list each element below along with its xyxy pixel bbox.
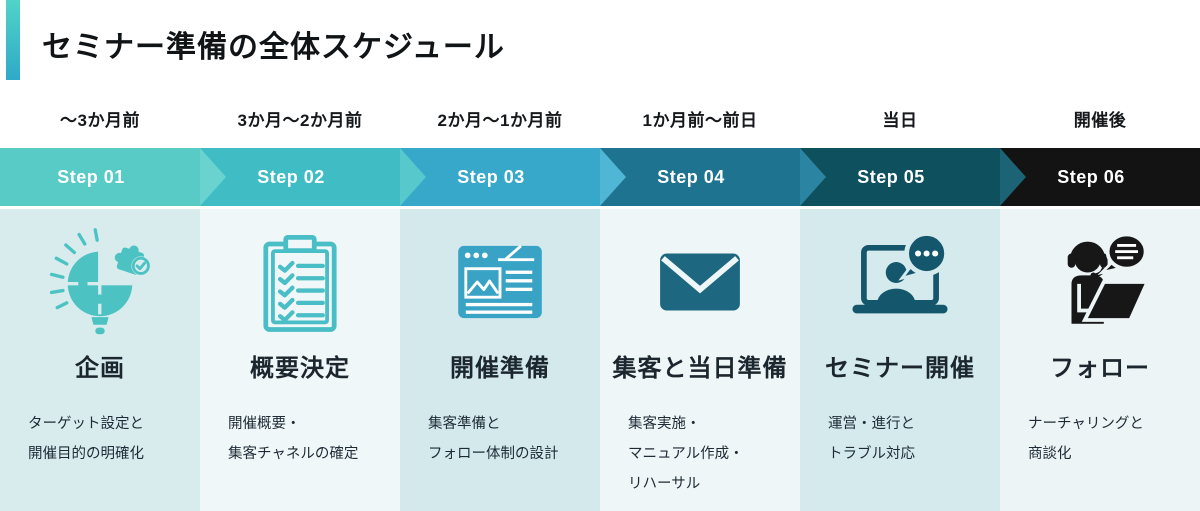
description-line: 集客実施・ — [628, 416, 701, 432]
step-description-5: 運営・進行と トラブル対応 — [828, 409, 994, 469]
timeframe-label-2: 3か月〜2か月前 — [237, 111, 363, 130]
step-column-2: 概要決定 開催概要・ 集客チャネルの確定 — [200, 209, 400, 511]
description-line: ナーチャリングと — [1028, 416, 1144, 432]
support-agent-icon — [1043, 225, 1157, 339]
step-label-4: Step 04 — [657, 167, 725, 187]
envelope-icon — [643, 225, 757, 339]
step-label-1: Step 01 — [57, 167, 125, 187]
step-title-2: 概要決定 — [250, 355, 350, 382]
step-title-3: 開催準備 — [450, 355, 550, 382]
step-arrow-1: Step 01 — [0, 148, 200, 206]
step-column-3: 開催準備 集客準備と フォロー体制の設計 — [400, 209, 600, 511]
step-title-5: セミナー開催 — [825, 355, 975, 382]
clipboard-checklist-icon — [243, 225, 357, 339]
step-description-2: 開催概要・ 集客チャネルの確定 — [228, 409, 394, 469]
timeframe-label-5: 当日 — [882, 111, 918, 130]
description-line: 商談化 — [1028, 446, 1072, 462]
description-line: 集客準備と — [428, 416, 501, 432]
step-arrow-2: Step 02 — [200, 148, 400, 206]
step-arrow-4: Step 04 — [600, 148, 800, 206]
webinar-laptop-icon — [843, 225, 957, 339]
step-title-4: 集客と当日準備 — [612, 355, 788, 382]
idea-puzzle-icon — [43, 225, 157, 339]
description-line: 集客チャネルの確定 — [228, 446, 359, 462]
step-label-5: Step 05 — [857, 167, 925, 187]
timeframe-label-1: 〜3か月前 — [60, 111, 140, 130]
description-line: トラブル対応 — [828, 446, 915, 462]
timeframe-label-4: 1か月前〜前日 — [642, 111, 758, 130]
description-line: 開催概要・ — [228, 416, 301, 432]
description-line: マニュアル作成・ — [628, 446, 744, 462]
step-title-1: 企画 — [75, 355, 125, 382]
timeframe-label-3: 2か月〜1か月前 — [437, 111, 563, 130]
step-column-6: フォロー ナーチャリングと 商談化 — [1000, 209, 1200, 511]
step-title-6: フォロー — [1050, 355, 1150, 382]
timeframe-label-6: 開催後 — [1073, 111, 1127, 130]
description-line: 開催目的の明確化 — [28, 446, 144, 462]
step-column-4: 集客と当日準備 集客実施・ マニュアル作成・ リハーサル — [600, 209, 800, 511]
step-description-4: 集客実施・ マニュアル作成・ リハーサル — [628, 409, 794, 499]
step-column-5: セミナー開催 運営・進行と トラブル対応 — [800, 209, 1000, 511]
step-arrow-6: Step 06 — [1000, 148, 1200, 206]
step-arrow-band: Step 01 Step 02 Step 03 Step 04 Step 05 … — [0, 148, 1200, 206]
description-line: フォロー体制の設計 — [428, 446, 559, 462]
step-arrow-5: Step 05 — [800, 148, 1000, 206]
webpage-icon — [443, 225, 557, 339]
step-label-2: Step 02 — [257, 167, 325, 187]
step-label-3: Step 03 — [457, 167, 525, 187]
step-description-1: ターゲット設定と 開催目的の明確化 — [28, 409, 194, 469]
step-description-3: 集客準備と フォロー体制の設計 — [428, 409, 594, 469]
description-line: リハーサル — [628, 476, 701, 492]
description-line: ターゲット設定と — [28, 416, 144, 432]
description-line: 運営・進行と — [828, 416, 915, 432]
page-title: セミナー準備の全体スケジュール — [42, 31, 505, 64]
step-column-1: 企画 ターゲット設定と 開催目的の明確化 — [0, 209, 200, 511]
step-arrow-3: Step 03 — [400, 148, 600, 206]
step-description-6: ナーチャリングと 商談化 — [1028, 409, 1194, 469]
accent-bar — [6, 0, 20, 80]
step-label-6: Step 06 — [1057, 167, 1125, 187]
